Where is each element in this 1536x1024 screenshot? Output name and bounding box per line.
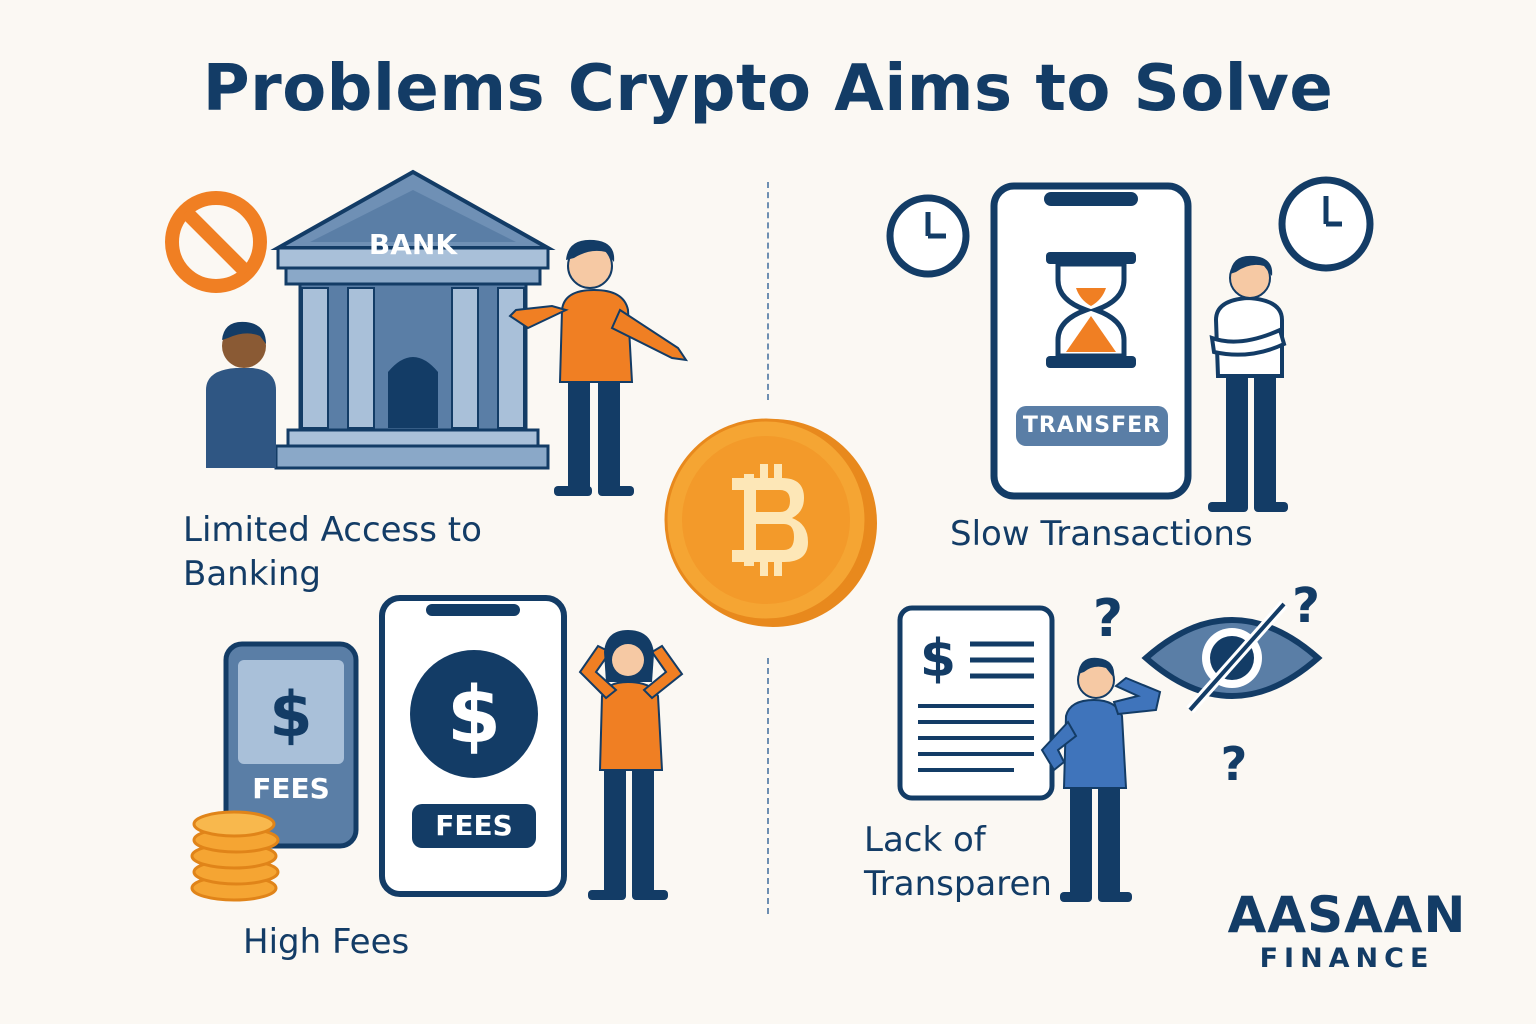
transparency-scene: $ ? ? ? — [897, 582, 1323, 902]
clock-icon — [886, 194, 970, 278]
brand-logo: AASAAN FINANCE — [1222, 888, 1472, 976]
fees-button-bg — [412, 804, 536, 848]
svg-text:$: $ — [920, 629, 956, 689]
arms-crossed-person-figure — [1208, 255, 1288, 512]
hidden-eye-icon — [1141, 600, 1323, 714]
bank-sign: BANK — [369, 228, 458, 261]
question-mark-icon: ? — [1292, 582, 1320, 634]
prohibited-icon — [165, 191, 267, 293]
svg-text:?: ? — [1221, 737, 1248, 791]
bank-building-icon — [270, 169, 556, 470]
banking-caption-line1: Limited Access to — [183, 510, 482, 550]
transparency-caption: Lack of Transparen — [864, 818, 1052, 906]
divider-top — [767, 182, 769, 400]
high-fees-caption: High Fees — [243, 922, 410, 962]
svg-text:$: $ — [269, 678, 312, 751]
svg-text:$: $ — [447, 671, 501, 761]
excluded-person-figure — [206, 321, 276, 468]
question-mark-icon: ? — [1093, 589, 1123, 649]
fee-card-label: FEES — [252, 772, 330, 805]
confused-man-figure — [1040, 657, 1162, 902]
center-coin — [664, 418, 877, 627]
document-icon — [897, 605, 1055, 801]
divider-bottom — [767, 658, 769, 914]
pointing-person-figure — [508, 239, 689, 496]
slow-transactions-caption: Slow Transactions — [950, 514, 1253, 554]
transfer-button-bg — [1016, 406, 1168, 446]
hourglass-icon — [1046, 252, 1136, 368]
dollar-icon: $ — [447, 671, 501, 761]
brand-name: AASAAN — [1227, 886, 1467, 944]
fees-button[interactable]: FEES — [435, 809, 513, 842]
svg-text:?: ? — [1292, 582, 1320, 634]
high-fees-scene: $ $ — [190, 595, 684, 902]
page-title: Problems Crypto Aims to Solve — [202, 52, 1334, 126]
brand-subtitle: FINANCE — [1259, 943, 1435, 974]
fee-card-icon — [223, 641, 359, 849]
slow-transactions-scene — [886, 176, 1374, 512]
clock-icon — [1278, 176, 1374, 272]
dollar-icon: $ — [920, 629, 956, 689]
banking-caption-line2: Banking — [183, 554, 321, 594]
stressed-woman-figure — [578, 630, 684, 900]
transfer-button[interactable]: TRANSFER — [1022, 413, 1162, 438]
question-mark-icon: ? — [1221, 737, 1248, 791]
banking-scene: BANK — [165, 169, 689, 496]
dollar-icon: $ — [269, 678, 312, 751]
bitcoin-icon — [732, 464, 808, 576]
svg-text:?: ? — [1093, 589, 1123, 649]
coin-stack-icon — [190, 810, 280, 902]
banking-caption: Limited Access to Banking — [183, 508, 482, 596]
transparency-caption-line2: Transparen — [864, 864, 1052, 904]
transparency-caption-line1: Lack of — [864, 820, 986, 860]
